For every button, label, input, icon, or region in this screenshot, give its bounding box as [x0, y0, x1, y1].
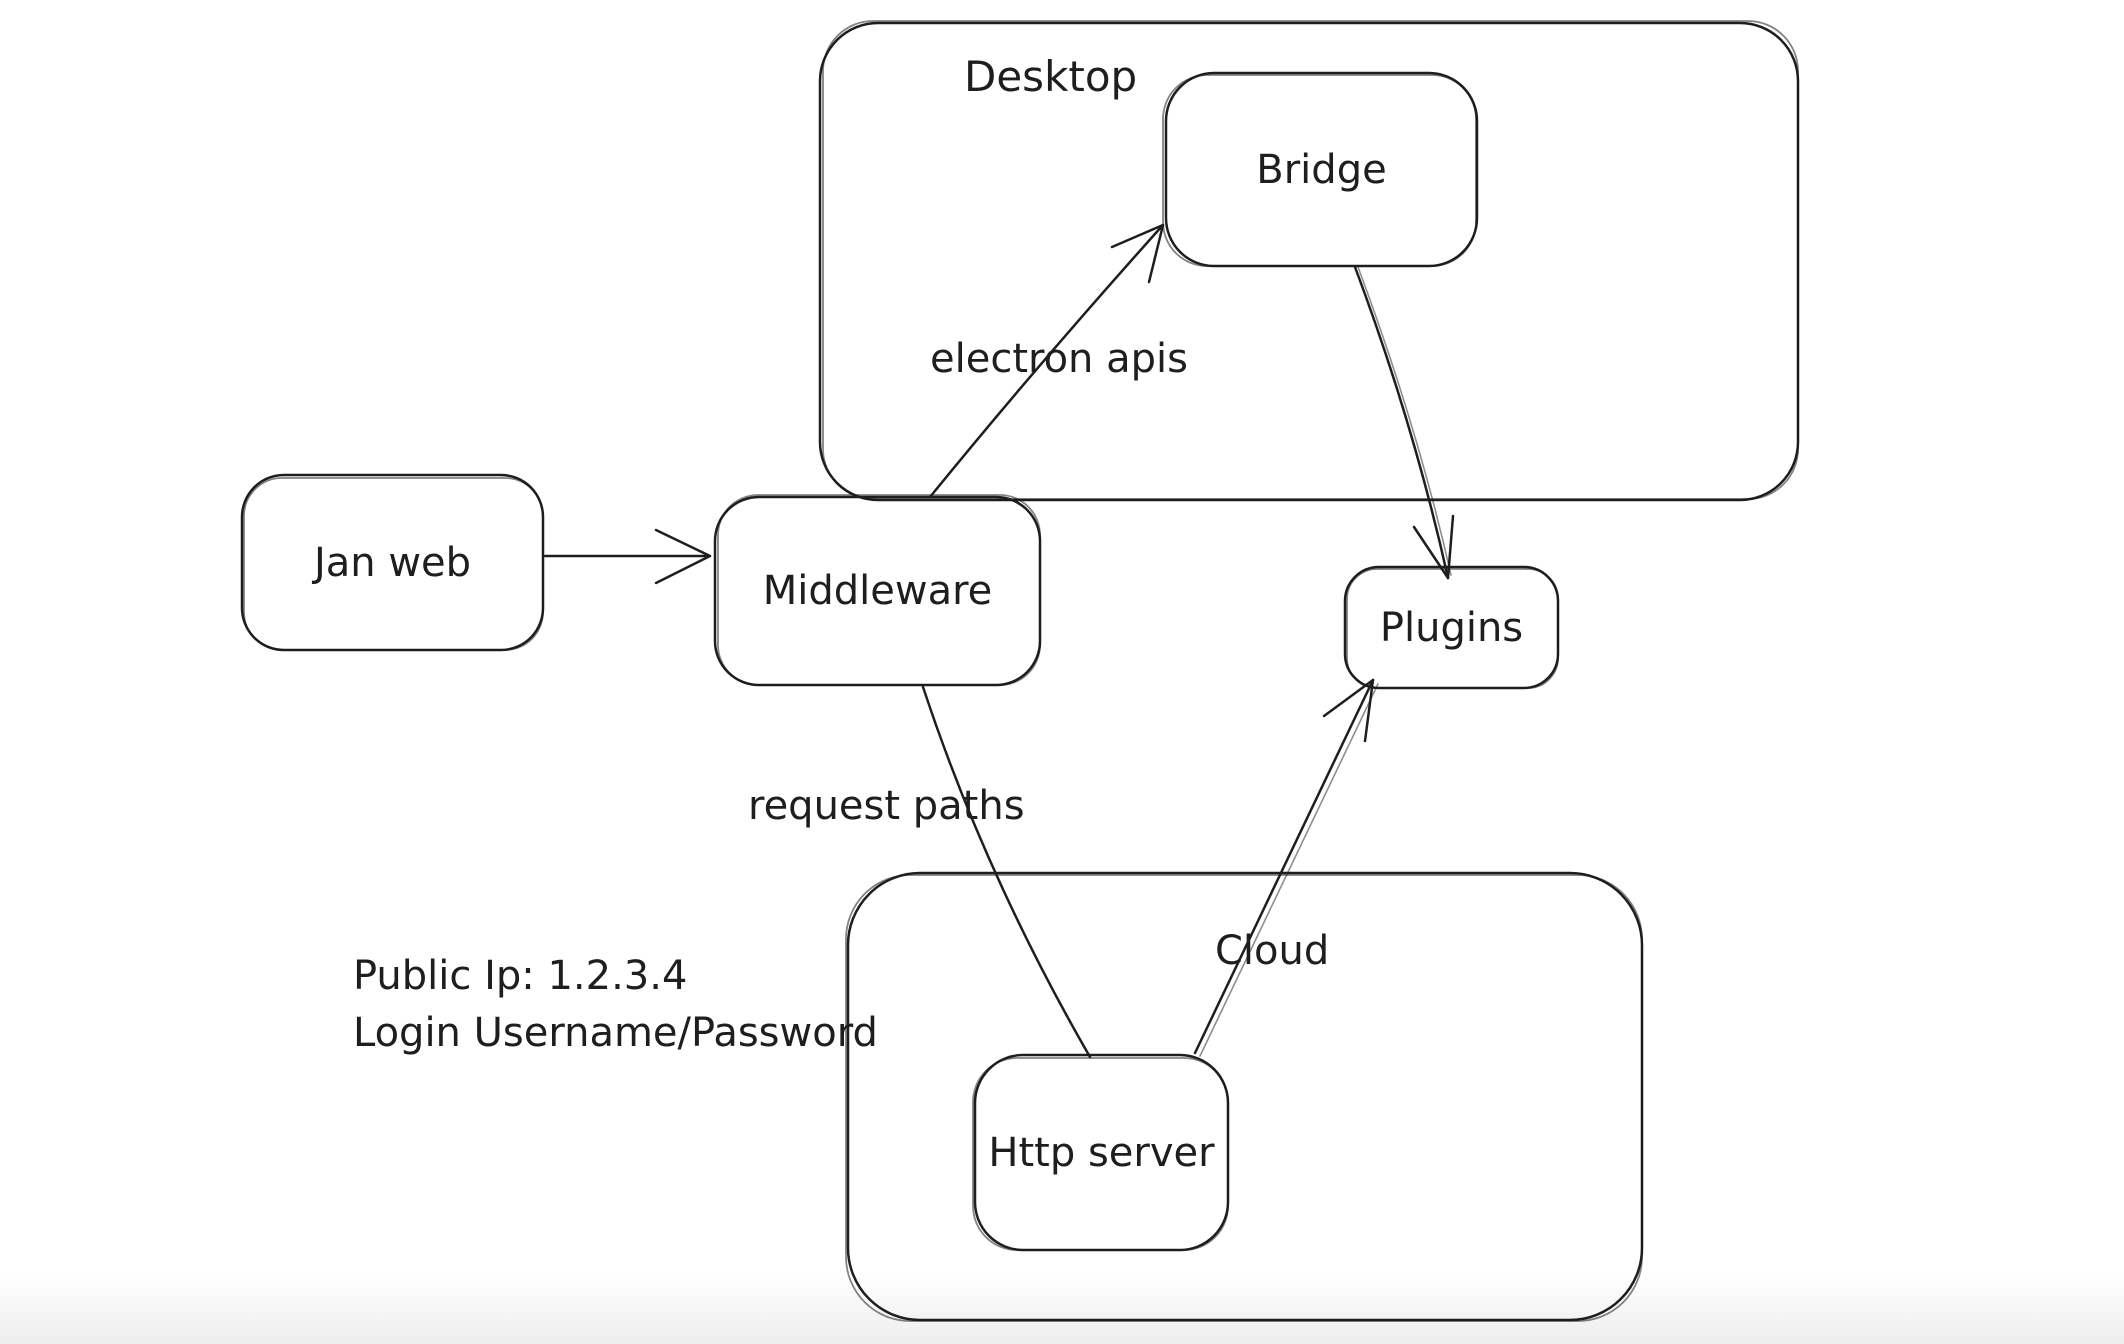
edge-janweb-to-middleware[interactable] [543, 528, 712, 585]
container-desktop-shape[interactable] [818, 20, 1800, 502]
node-plugins[interactable]: Plugins [1345, 567, 1558, 688]
node-middleware-label: Middleware [762, 568, 993, 614]
node-jan-web-shape[interactable] [240, 473, 545, 652]
server-info-line1: Public Ip: 1.2.3.4 [353, 953, 688, 999]
container-desktop-label[interactable]: Desktop [964, 52, 1138, 101]
node-http-server-label: Http server [988, 1129, 1215, 1176]
node-plugins-label: Plugins [1379, 604, 1524, 651]
node-bridge-label: Bridge [1256, 146, 1387, 193]
node-jan-web-label: Jan web [313, 539, 472, 586]
node-jan-web[interactable]: Jan web [242, 475, 543, 650]
node-plugins-shape[interactable] [1343, 565, 1560, 690]
node-middleware-shape[interactable] [713, 494, 1042, 687]
edge-httpserver-to-plugins[interactable] [1193, 678, 1379, 1057]
node-bridge-shape[interactable] [1162, 71, 1479, 268]
node-http-server[interactable]: Http server [975, 1055, 1228, 1250]
edge-middleware-to-bridge[interactable] [928, 223, 1165, 499]
node-http-server-shape[interactable] [972, 1053, 1230, 1252]
edge-bridge-to-plugins[interactable] [1353, 265, 1455, 580]
container-cloud-label[interactable]: Cloud [1215, 928, 1330, 974]
server-info-line2: Login Username/Password [353, 1010, 878, 1056]
edge-label-electron-apis[interactable]: electron apis [930, 336, 1188, 382]
container-cloud-shape[interactable] [845, 871, 1644, 1322]
node-middleware[interactable]: Middleware [715, 497, 1040, 685]
node-bridge[interactable]: Bridge [1166, 73, 1477, 266]
edge-middleware-to-httpserver[interactable] [921, 685, 1092, 1059]
edge-label-request-paths[interactable]: request paths [748, 783, 1025, 829]
server-info-note[interactable]: Public Ip: 1.2.3.4 Login Username/Passwo… [353, 948, 878, 1062]
